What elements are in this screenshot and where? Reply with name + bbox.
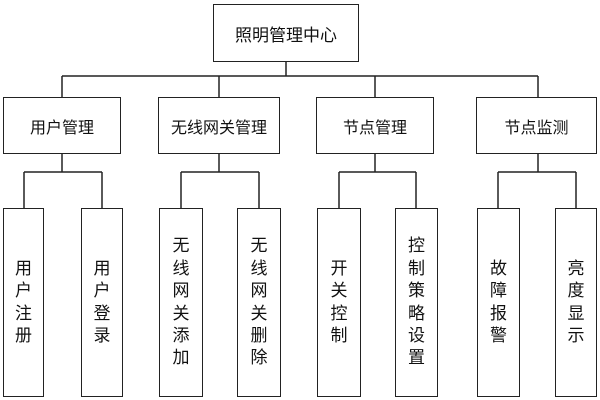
label-char: 控 (408, 236, 425, 257)
label-char: 录 (93, 325, 111, 346)
leaf-node-control-policy-setting: 控制策略设置 (395, 208, 438, 397)
leaf-node-gateway-add: 无线网关添加 (159, 208, 203, 397)
label-char: 度 (567, 281, 585, 302)
leaf-node-label: 亮度显示 (568, 258, 585, 348)
leaf-node-label: 无线网关添加 (173, 235, 190, 370)
branch-node-user-management: 用户管理 (3, 97, 121, 154)
label-char: 关 (172, 303, 190, 324)
leaf-node-brightness-display: 亮度显示 (555, 208, 597, 397)
label-char: 户 (15, 281, 32, 302)
label-char: 注 (15, 303, 32, 324)
leaf-node-label: 控制策略设置 (408, 235, 425, 370)
label-char: 用 (15, 258, 32, 279)
label-char: 关 (330, 281, 348, 302)
label-char: 示 (567, 325, 585, 346)
branch-node-label: 用户管理 (29, 117, 94, 137)
label-char: 置 (408, 348, 425, 369)
branch-node-label: 节点管理 (342, 117, 407, 137)
label-char: 显 (567, 303, 585, 324)
label-char: 册 (15, 325, 32, 346)
label-char: 无 (250, 236, 268, 257)
label-char: 网 (250, 281, 268, 302)
branch-node-label: 无线网关管理 (170, 117, 267, 137)
leaf-node-label: 开关控制 (331, 258, 348, 348)
label-char: 制 (408, 258, 425, 279)
root-node: 照明管理中心 (213, 4, 359, 62)
label-char: 网 (172, 281, 190, 302)
leaf-node-gateway-delete: 无线网关删除 (237, 208, 281, 397)
leaf-node-user-login: 用户登录 (81, 208, 123, 397)
label-char: 删 (250, 325, 268, 346)
label-char: 设 (408, 325, 425, 346)
label-char: 用 (93, 258, 111, 279)
leaf-node-user-register: 用户注册 (3, 208, 44, 397)
leaf-node-label: 故障报警 (490, 258, 507, 348)
label-char: 登 (93, 303, 111, 324)
label-char: 线 (250, 258, 268, 279)
root-node-label: 照明管理中心 (235, 25, 337, 46)
label-char: 报 (490, 303, 507, 324)
label-char: 策 (408, 281, 425, 302)
branch-node-node-management: 节点管理 (316, 97, 434, 154)
label-char: 亮 (567, 258, 585, 279)
label-char: 关 (250, 303, 268, 324)
leaf-node-label: 用户登录 (94, 258, 111, 348)
label-char: 警 (490, 325, 507, 346)
label-char: 线 (172, 258, 190, 279)
label-char: 无 (172, 236, 190, 257)
label-char: 制 (330, 325, 348, 346)
leaf-node-switch-control: 开关控制 (317, 208, 361, 397)
label-char: 略 (408, 303, 425, 324)
label-char: 添 (172, 325, 190, 346)
label-char: 控 (330, 303, 348, 324)
label-char: 故 (490, 258, 507, 279)
branch-node-node-monitoring: 节点监测 (476, 97, 597, 154)
branch-node-gateway-management: 无线网关管理 (158, 97, 280, 154)
label-char: 障 (490, 281, 507, 302)
label-char: 开 (330, 258, 348, 279)
label-char: 户 (93, 281, 111, 302)
label-char: 加 (172, 348, 190, 369)
leaf-node-label: 用户注册 (15, 258, 32, 348)
branch-node-label: 节点监测 (504, 117, 569, 137)
label-char: 除 (250, 348, 268, 369)
leaf-node-fault-alarm: 故障报警 (477, 208, 520, 397)
leaf-node-label: 无线网关删除 (251, 235, 268, 370)
